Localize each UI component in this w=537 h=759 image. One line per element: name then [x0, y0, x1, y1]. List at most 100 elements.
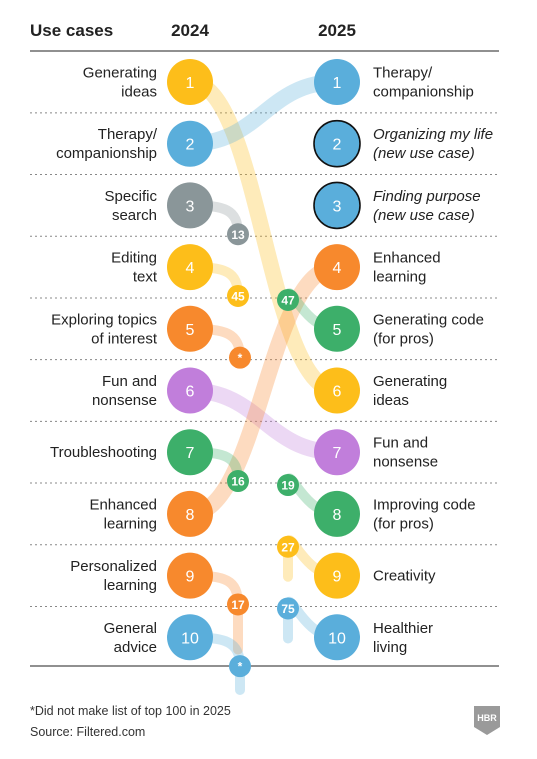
label-2025-rank-9-line-1: Creativity	[373, 568, 436, 585]
label-2024-rank-4-line-1: Editing	[111, 250, 157, 267]
circle-2024-rank-5	[167, 305, 213, 352]
circle-2024-rank-1	[167, 59, 213, 105]
marker-circle-7	[277, 474, 299, 497]
label-2025-rank-7-line-1: Fun and	[373, 435, 428, 452]
circle-2025-rank-2	[313, 119, 361, 168]
label-2025-rank-10-line-1: Healthier	[373, 620, 433, 637]
circle-2024-number-7: 7	[186, 445, 195, 462]
marker-circle-4	[227, 593, 249, 616]
label-2025-rank-3-line-2: (new use case)	[373, 207, 475, 224]
marker-label-2: *	[238, 351, 243, 365]
label-2024-rank-6-line-2: nonsense	[92, 392, 157, 409]
label-2024-rank-8-line-2: learning	[104, 515, 157, 532]
hbr-logo: HBR	[474, 706, 500, 735]
marker-circle-8	[277, 535, 299, 558]
marker-circle-3	[227, 470, 249, 493]
flow-line-2	[182, 74, 345, 152]
circle-2025-number-2: 2	[333, 137, 342, 154]
marker-label-3: 16	[231, 475, 245, 489]
label-2024-rank-5-line-2: of interest	[91, 330, 158, 347]
circle-2024-number-5: 5	[186, 322, 195, 339]
marker-circle-1	[227, 284, 249, 307]
circle-2024-number-6: 6	[186, 384, 195, 401]
marker-label-6: 47	[281, 293, 295, 307]
circle-2024-rank-7	[167, 429, 213, 476]
label-2024-rank-4-line-2: text	[133, 269, 158, 286]
marker-circle-5	[229, 655, 251, 678]
circle-2025-number-1: 1	[333, 75, 342, 92]
svg-text:HBR: HBR	[477, 713, 497, 723]
label-2024-rank-2-line-1: Therapy/	[98, 126, 158, 143]
circle-2025-rank-8	[314, 490, 360, 537]
header-use-cases: Use cases	[30, 21, 113, 40]
label-2025-rank-8-line-2: (for pros)	[373, 515, 434, 532]
label-2024-rank-1-line-2: ideas	[121, 84, 157, 101]
label-2025-rank-5-line-2: (for pros)	[373, 330, 434, 347]
label-2024-rank-10-line-1: General	[104, 620, 157, 637]
flow-line-8	[182, 259, 345, 522]
label-2024-rank-3-line-1: Specific	[104, 188, 157, 205]
label-2024-rank-7-line-1: Troubleshooting	[50, 444, 157, 461]
marker-label-8: 27	[281, 540, 295, 554]
label-2024-rank-2-line-2: companionship	[56, 145, 157, 162]
label-2025-rank-2-line-1: Organizing my life	[373, 126, 493, 143]
circle-2024-rank-10	[167, 614, 213, 661]
header-year-2024: 2024	[171, 21, 209, 40]
label-2025-rank-7-line-2: nonsense	[373, 454, 438, 471]
flow-line-1	[182, 74, 345, 399]
source-note: Source: Filtered.com	[30, 725, 146, 739]
circle-2025-rank-3	[313, 181, 361, 230]
label-2024-rank-10-line-2: advice	[114, 639, 157, 656]
label-2024-rank-3-line-2: search	[112, 207, 157, 224]
circle-2025-rank-5	[314, 305, 360, 352]
label-2024-rank-9-line-1: Personalized	[70, 558, 157, 575]
flow-line-6	[182, 382, 345, 461]
marker-circle-0	[227, 223, 249, 246]
label-2024-rank-6-line-1: Fun and	[102, 373, 157, 390]
footnote: *Did not make list of top 100 in 2025	[30, 704, 231, 718]
label-2025-rank-5-line-1: Generating code	[373, 311, 484, 328]
circle-2024-rank-4	[167, 244, 213, 291]
circle-2024-rank-9	[167, 552, 213, 599]
circle-2025-number-3: 3	[333, 198, 342, 215]
circle-2025-number-10: 10	[328, 630, 346, 647]
circle-2025-number-6: 6	[333, 384, 342, 401]
label-2025-rank-6-line-2: ideas	[373, 392, 409, 409]
marker-circle-6	[277, 288, 299, 311]
circle-2025-rank-4	[314, 244, 360, 291]
circle-2025-number-5: 5	[333, 322, 342, 339]
circle-2024-number-2: 2	[186, 137, 195, 154]
circle-2024-rank-6	[167, 367, 213, 414]
label-2025-rank-3-line-1: Finding purpose	[373, 188, 481, 205]
circle-2024-rank-2	[167, 120, 213, 167]
label-2025-rank-1-line-2: companionship	[373, 84, 474, 101]
circle-2025-number-7: 7	[333, 445, 342, 462]
circle-2025-number-8: 8	[333, 507, 342, 524]
marker-label-1: 45	[231, 289, 245, 303]
label-2025-rank-2-line-2: (new use case)	[373, 145, 475, 162]
circle-2024-number-8: 8	[186, 507, 195, 524]
circle-2024-number-9: 9	[186, 569, 195, 586]
marker-label-7: 19	[281, 479, 295, 493]
label-2025-rank-4-line-2: learning	[373, 269, 426, 286]
circle-2024-number-3: 3	[186, 198, 195, 215]
label-2024-rank-9-line-2: learning	[104, 577, 157, 594]
circle-2025-rank-1	[314, 59, 360, 105]
header-year-2025: 2025	[318, 21, 356, 40]
row-labels: GeneratingideasTherapy/companionshipSpec…	[50, 65, 493, 656]
circle-2024-rank-3	[167, 182, 213, 229]
marker-label-9: 75	[281, 602, 295, 616]
marker-circle-9	[277, 597, 299, 620]
label-2024-rank-1-line-1: Generating	[83, 65, 157, 82]
label-2025-rank-1-line-1: Therapy/	[373, 65, 433, 82]
label-2025-rank-4-line-1: Enhanced	[373, 250, 441, 267]
grid-lines	[30, 50, 499, 667]
chart-header: Use cases 2024 2025	[30, 21, 356, 40]
marker-circle-2	[229, 346, 251, 369]
circle-2024-rank-8	[167, 490, 213, 537]
label-2025-rank-8-line-1: Improving code	[373, 496, 476, 513]
marker-label-5: *	[238, 660, 243, 674]
circle-2024-number-1: 1	[186, 75, 195, 92]
